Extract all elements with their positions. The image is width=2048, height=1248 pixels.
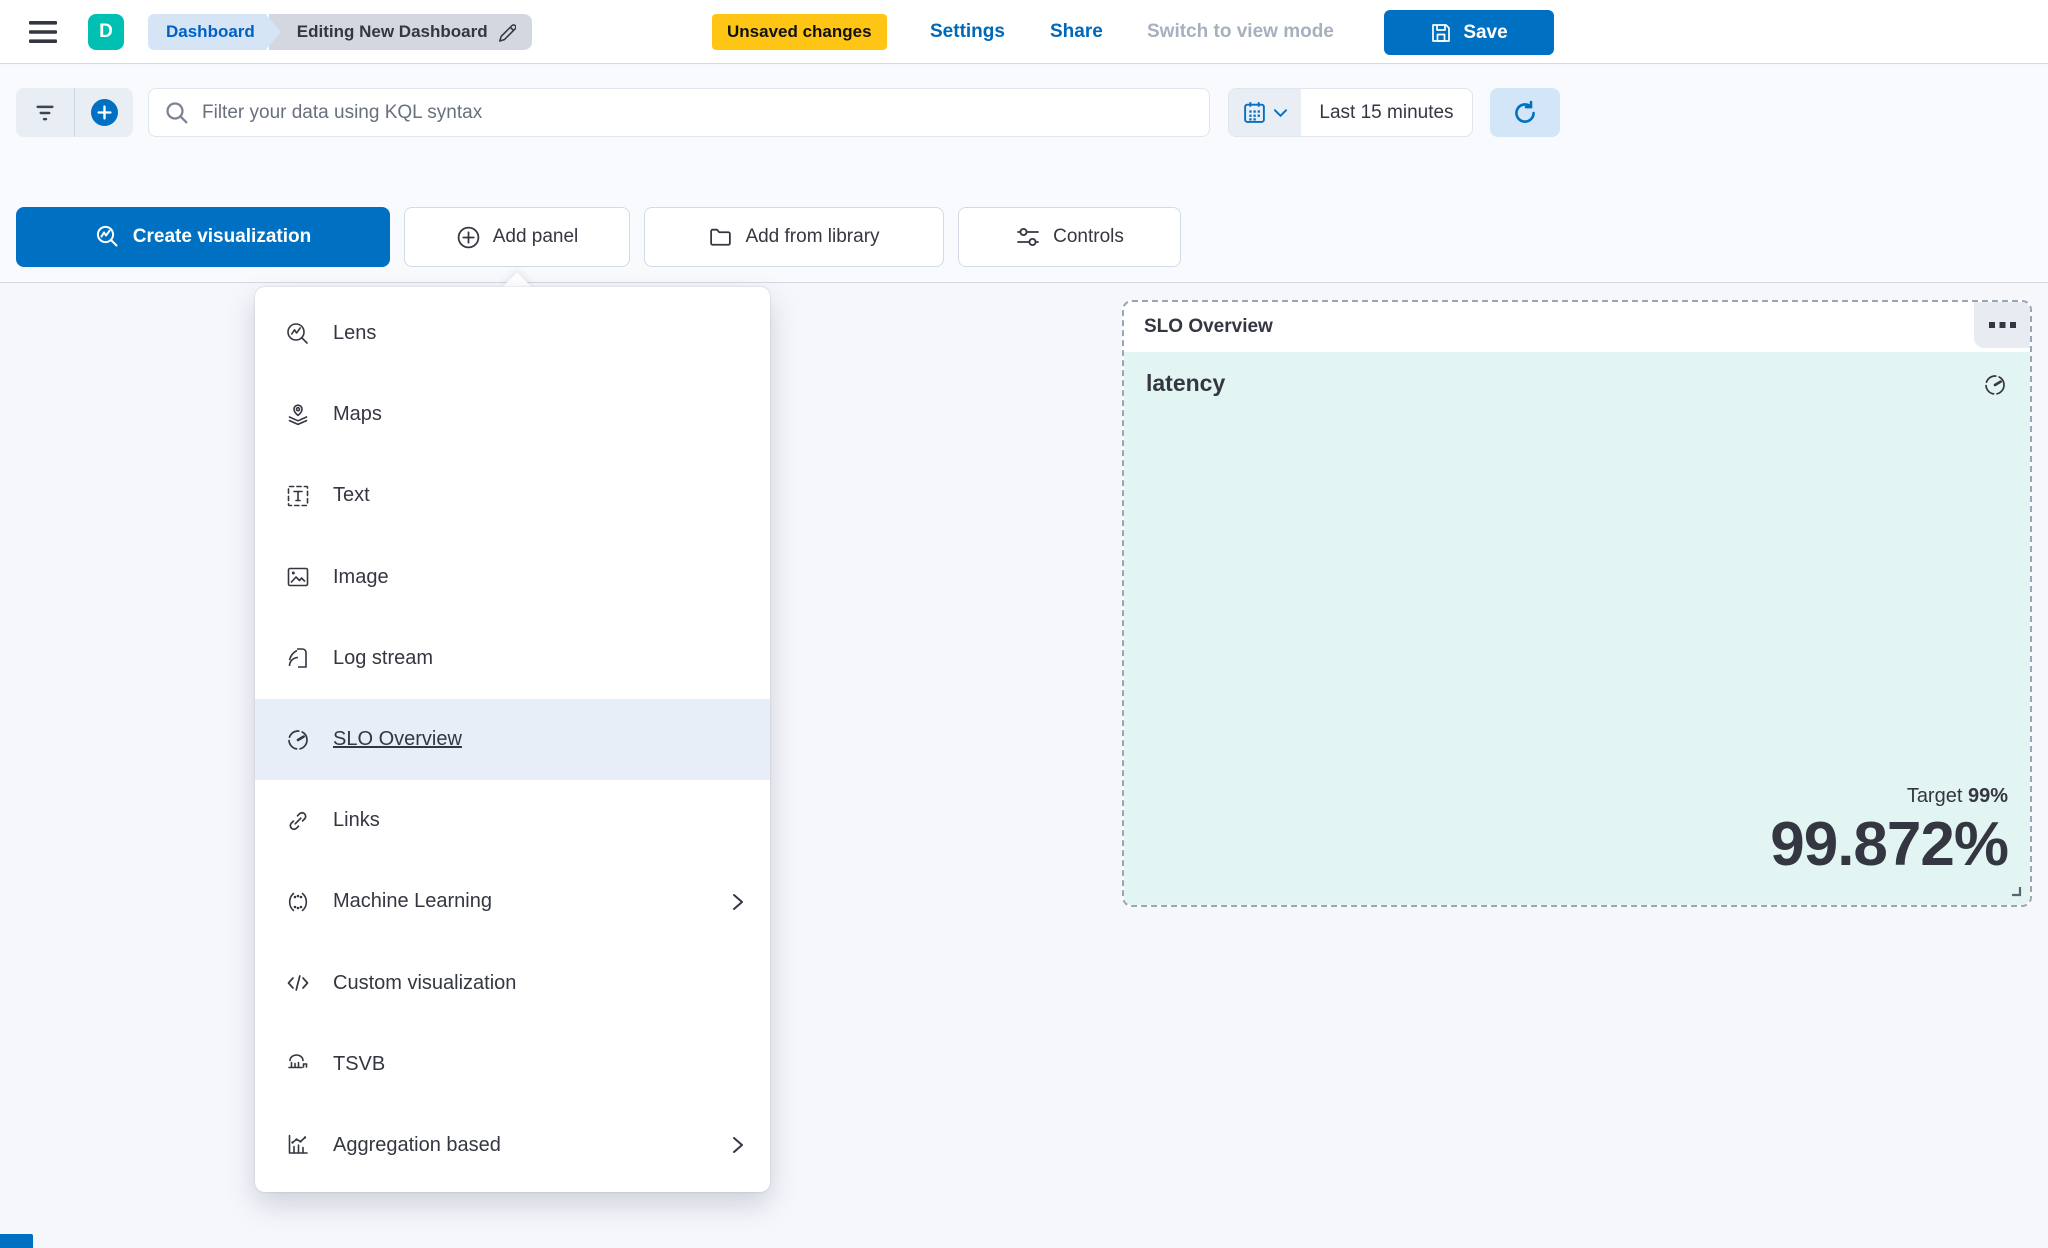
kql-search-box [148, 88, 1210, 137]
menu-item-label: SLO Overview [333, 728, 462, 751]
slo-target-value: 99% [1967, 784, 2008, 807]
menu-item-tsvb[interactable]: TSVB [255, 1024, 770, 1105]
menu-item-label: Text [333, 484, 370, 507]
menu-item-maps[interactable]: Maps [255, 374, 770, 455]
menu-item-image[interactable]: Image [255, 537, 770, 618]
switch-to-view-mode-link[interactable]: Switch to view mode [1147, 21, 1334, 42]
refresh-icon [1512, 100, 1538, 126]
filter-icon[interactable] [16, 88, 74, 137]
breadcrumb: Dashboard Editing New Dashboard [148, 14, 532, 50]
menu-item-aggregation-based[interactable]: Aggregation based [255, 1105, 770, 1186]
chevron-down-icon [1273, 108, 1288, 118]
menu-item-label: TSVB [333, 1052, 386, 1075]
kql-search-input[interactable] [202, 101, 1193, 124]
search-icon [165, 101, 189, 125]
code-icon [285, 970, 311, 996]
slo-value: 99.872% [1770, 809, 2009, 879]
link-icon [285, 808, 311, 834]
add-filter-button[interactable] [74, 88, 133, 137]
lens-icon [95, 224, 121, 250]
panel-title: SLO Overview [1144, 316, 1273, 337]
time-range-picker: Last 15 minutes [1228, 88, 1473, 137]
save-button[interactable]: Save [1384, 10, 1554, 55]
folder-icon [708, 225, 733, 250]
menu-hamburger-icon[interactable] [28, 21, 58, 43]
panel-options-button[interactable] [1974, 302, 2030, 348]
add-from-library-button[interactable]: Add from library [644, 207, 944, 267]
menu-item-label: Maps [333, 403, 382, 426]
controls-button[interactable]: Controls [958, 207, 1181, 267]
filter-controls-group [16, 88, 133, 137]
lens-icon [285, 321, 311, 347]
menu-item-label: Aggregation based [333, 1133, 501, 1156]
create-visualization-button[interactable]: Create visualization [16, 207, 390, 267]
top-navigation-bar: D Dashboard Editing New Dashboard Unsave… [0, 0, 2048, 64]
sliders-icon [1015, 224, 1041, 250]
menu-item-label: Machine Learning [333, 890, 492, 913]
breadcrumb-dashboard[interactable]: Dashboard [148, 14, 281, 50]
image-icon [285, 564, 311, 590]
query-toolbar-section: Last 15 minutes Create visualization Add… [0, 65, 2048, 283]
breadcrumb-current-page[interactable]: Editing New Dashboard [268, 14, 532, 50]
edit-title-pencil-icon[interactable] [497, 23, 516, 42]
breadcrumb-current-label: Editing New Dashboard [296, 22, 488, 41]
slo-card: latency Target 99% 99.872% [1124, 352, 2030, 905]
slo-overview-panel[interactable]: SLO Overview latency Target 99% 99.872% [1122, 300, 2032, 907]
menu-item-label: Custom visualization [333, 971, 517, 994]
unsaved-changes-badge: Unsaved changes [712, 14, 887, 50]
plus-circle-icon [456, 225, 481, 250]
menu-item-custom-visualization[interactable]: Custom visualization [255, 943, 770, 1024]
text-icon [285, 483, 311, 509]
menu-item-machine-learning[interactable]: Machine Learning [255, 861, 770, 942]
menu-item-label: Lens [333, 322, 377, 345]
menu-item-label: Image [333, 565, 389, 588]
maps-icon [285, 402, 311, 428]
menu-item-links[interactable]: Links [255, 780, 770, 861]
menu-item-text[interactable]: Text [255, 455, 770, 536]
menu-item-log-stream[interactable]: Log stream [255, 618, 770, 699]
boxes-horizontal-icon [1988, 321, 2016, 329]
aggregation-icon [285, 1132, 311, 1158]
machine-learning-icon [285, 889, 311, 915]
slo-metric-name: latency [1146, 370, 1226, 396]
dashboard-toolbar: Create visualization Add panel Add from … [16, 207, 1181, 267]
add-filter-plus-icon [90, 99, 118, 126]
slo-figures: Target 99% 99.872% [1770, 784, 2009, 879]
log-stream-icon [285, 645, 311, 671]
save-floppy-icon [1430, 22, 1452, 44]
share-link[interactable]: Share [1050, 21, 1103, 42]
chevron-right-icon [730, 1134, 746, 1156]
calendar-icon [1242, 100, 1267, 125]
slo-target-label: Target [1906, 784, 1968, 807]
menu-item-label: Log stream [333, 646, 434, 669]
time-range-value[interactable]: Last 15 minutes [1319, 101, 1454, 123]
menu-item-label: Links [333, 809, 380, 832]
chevron-right-icon [730, 891, 746, 913]
gauge-icon [285, 727, 311, 753]
settings-link[interactable]: Settings [930, 21, 1005, 42]
panel-header: SLO Overview [1124, 302, 2030, 352]
add-panel-button[interactable]: Add panel [404, 207, 630, 267]
add-panel-menu: Lens Maps Text Image Log stream [255, 287, 770, 1192]
deployment-avatar[interactable]: D [88, 14, 124, 50]
panel-resize-handle[interactable] [2008, 883, 2022, 897]
tsvb-icon [285, 1051, 311, 1077]
refresh-button[interactable] [1490, 88, 1560, 137]
gauge-icon [1982, 372, 2008, 398]
menu-item-slo-overview[interactable]: SLO Overview [255, 698, 770, 781]
drag-preview-artifact [0, 1234, 33, 1248]
date-quick-select[interactable] [1229, 89, 1301, 136]
menu-item-lens[interactable]: Lens [255, 293, 770, 374]
